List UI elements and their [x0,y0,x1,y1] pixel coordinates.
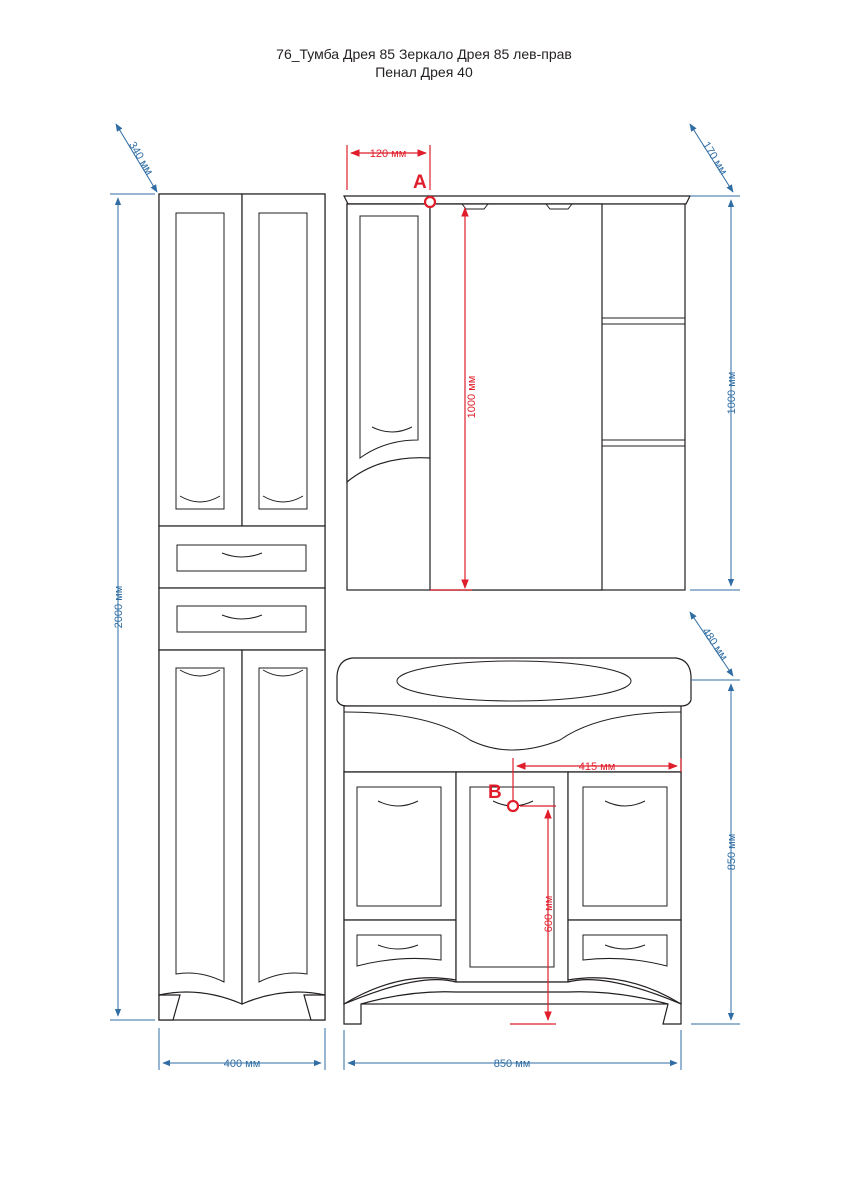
marker-b: B [488,782,520,813]
marker-a-label: A [413,172,427,193]
penal-upper-right-door [241,193,326,527]
penal-upper-left-door [158,193,243,527]
drawing-subtitle: Пенал Дрея 40 [375,64,473,80]
vanity-height-dimension: 850 мм [691,679,740,1025]
penal-depth-dimension: 340 мм [115,123,158,193]
vanity-height-red-label: 600 мм [543,896,555,933]
mirror-offset-dimension: 120 мм [346,145,431,190]
vanity-width-label: 850 мм [494,1058,531,1070]
mirror-height-red-label: 1000 мм [466,376,478,419]
vanity-depth-dimension: 480 мм [689,611,734,677]
mirror-depth-label: 170 мм [700,140,730,177]
washbasin-bowl [396,660,632,702]
vanity-left-door [343,771,457,921]
vanity-right-door [567,771,682,921]
penal-height-label: 2000 мм [113,586,125,629]
mirror-panel [429,203,603,591]
mirror-depth-dimension: 170 мм [689,123,734,193]
mirror-offset-label: 120 мм [370,148,407,160]
vanity-offset-dimension: 415 мм [512,758,682,800]
vanity-height-label: 850 мм [726,834,738,871]
mirror-top-cornice [343,195,691,205]
vanity-width-dimension: 850 мм [343,1030,682,1070]
marker-a: A [413,172,437,209]
mirror-height-label: 1000 мм [726,372,738,415]
mirror-height-red-dimension: 1000 мм [430,207,478,591]
penal-height-dimension: 2000 мм [110,193,155,1021]
penal-lower-right-door [241,649,326,1005]
penal-depth-label: 340 мм [126,140,155,178]
penal-width-dimension: 400 мм [158,1028,326,1070]
door-handle [262,495,304,503]
mirror-cabinet [343,195,691,591]
penal-width-label: 400 мм [224,1058,261,1070]
drawing-title: 76_Тумба Дрея 85 Зеркало Дрея 85 лев-пра… [276,46,572,62]
washbasin-top [336,657,692,707]
vanity-cabinet [336,657,692,1025]
vanity-depth-label: 480 мм [699,626,729,663]
penal-lower-left-door [158,649,243,1005]
vanity-height-red-dimension: 600 мм [510,805,556,1025]
door-handle [179,495,221,503]
mirror-height-dimension: 1000 мм [690,195,740,591]
marker-b-label: B [488,782,502,803]
penal-cabinet [158,193,326,1021]
vanity-offset-label: 415 мм [579,761,616,773]
